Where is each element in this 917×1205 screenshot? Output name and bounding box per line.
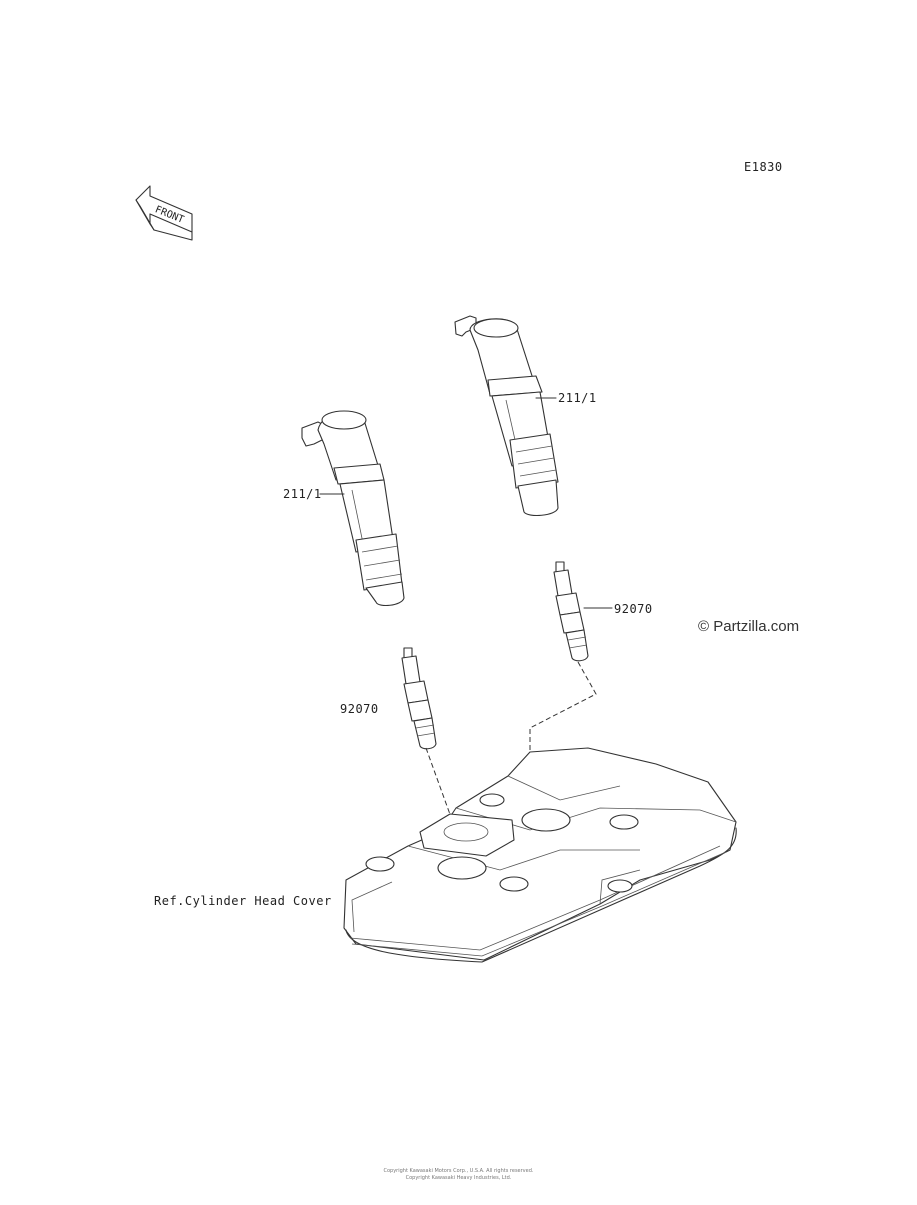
copyright-footer-line1: Copyright Kawasaki Motors Corp., U.S.A. … [383, 1168, 534, 1174]
partzilla-watermark: © Partzilla.com [698, 618, 800, 635]
label-plug-left[interactable]: 92070 [340, 702, 379, 716]
diagram-code: E1830 [744, 160, 783, 174]
ignition-coil-upper[interactable] [454, 315, 559, 517]
spark-plug-left[interactable] [401, 647, 437, 750]
front-arrow-icon: FRONT [135, 185, 193, 241]
copyright-footer-line2: Copyright Kawasaki Heavy Industries, Ltd… [405, 1175, 512, 1181]
cylinder-head-cover [343, 747, 737, 963]
label-coil-upper[interactable]: 211/1 [558, 391, 597, 405]
label-ref-cylinder-head-cover: Ref.Cylinder Head Cover [154, 894, 332, 908]
label-coil-lower[interactable]: 211/1 [283, 487, 322, 501]
label-plug-right[interactable]: 92070 [614, 602, 653, 616]
spark-plug-right[interactable] [553, 561, 613, 662]
ignition-coil-lower[interactable] [301, 410, 405, 607]
